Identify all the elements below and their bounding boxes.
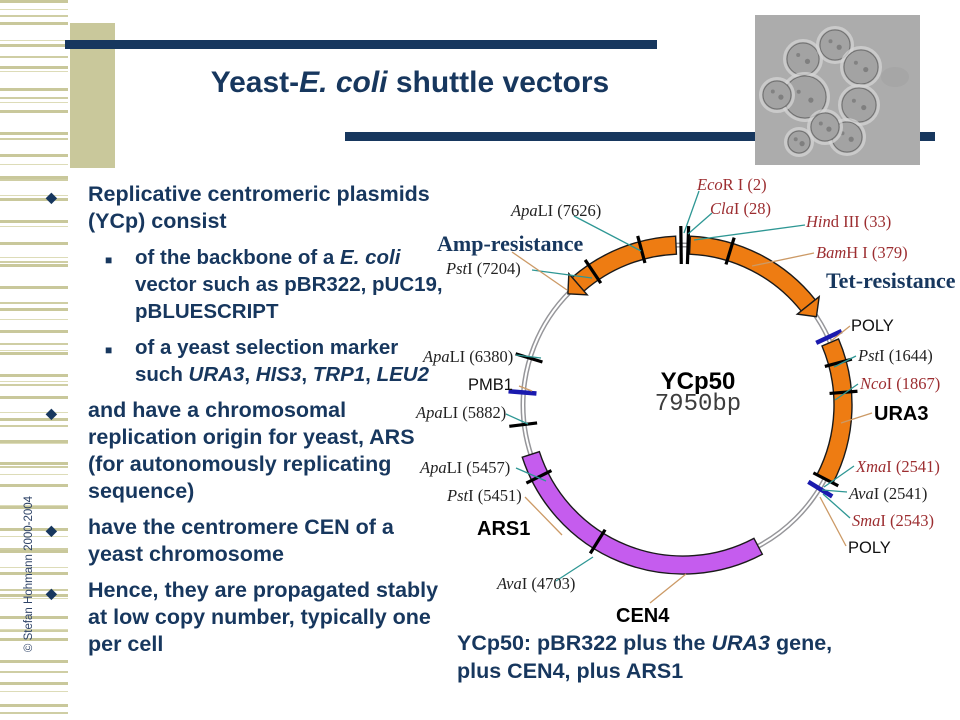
title-pre: Yeast- [211, 66, 299, 99]
square-bullet-icon: ■ [105, 337, 112, 364]
bullet-item-level1: ◆ Replicative centromeric plasmids (YCp) … [36, 181, 444, 235]
bottom-caption: YCp50: pBR322 plus the URA3 gene, plus C… [457, 629, 832, 685]
plasmid-size: 7950bp [636, 391, 760, 418]
bullet-item-level1: ◆ Hence, they are propagated stably at lo… [36, 577, 444, 658]
title-italic: E. coli [299, 66, 387, 99]
bullet-item-level2: ■ of a yeast selection marker such URA3, … [36, 334, 444, 388]
bullet-text: of the backbone of a E. coli vector such… [135, 246, 443, 323]
bullet-item-level2: ■ of the backbone of a E. coli vector suc… [36, 244, 444, 325]
bullet-text: and have a chromosomal replication origi… [88, 398, 415, 503]
diamond-bullet-icon: ◆ [46, 184, 57, 211]
slide-title: Yeast-E. coli shuttle vectors [150, 66, 670, 100]
caption-line1: YCp50: pBR322 plus the URA3 gene, [457, 629, 832, 657]
bullet-item-level1: ◆ have the centromere CEN of a yeast chro… [36, 514, 444, 568]
bullet-text: of a yeast selection marker such URA3, H… [135, 336, 429, 386]
square-bullet-icon: ■ [105, 247, 112, 274]
bullet-text: Replicative centromeric plasmids (YCp) c… [88, 182, 430, 233]
title-post: shuttle vectors [388, 66, 610, 99]
caption-line2: plus CEN4, plus ARS1 [457, 657, 832, 685]
diamond-bullet-icon: ◆ [46, 517, 57, 544]
yeast-micrograph [755, 15, 920, 165]
copyright-text: © Stefan Hohmann 2000-2004 [23, 439, 35, 709]
bullet-item-level1: ◆ and have a chromosomal replication orig… [36, 397, 444, 505]
bullet-text: Hence, they are propagated stably at low… [88, 578, 438, 656]
diamond-bullet-icon: ◆ [46, 580, 57, 607]
diamond-bullet-icon: ◆ [46, 400, 57, 427]
top-rule-bar [65, 40, 657, 49]
plasmid-map [420, 160, 960, 680]
bullet-list: ◆ Replicative centromeric plasmids (YCp) … [36, 181, 444, 667]
bullet-text: have the centromere CEN of a yeast chrom… [88, 515, 394, 566]
